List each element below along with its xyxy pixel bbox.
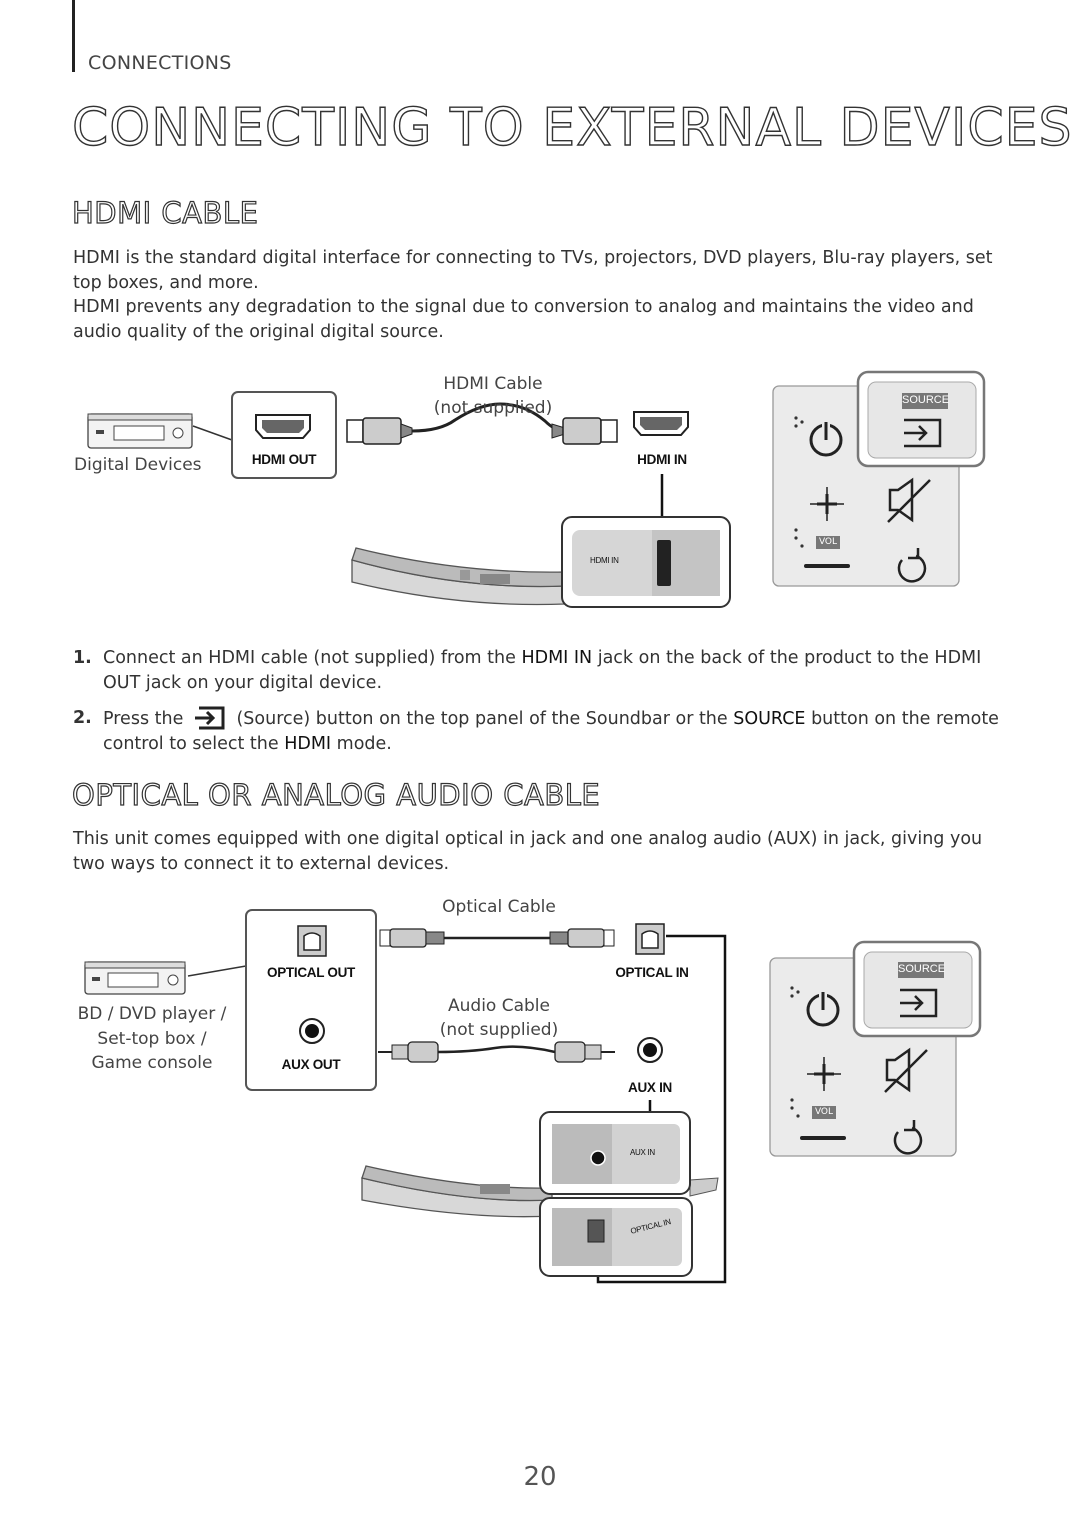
hdmi-intro-paragraph: HDMI is the standard digital interface f… — [73, 248, 993, 293]
panel-hdmi-in-label: HDMI IN — [590, 556, 619, 565]
step-text: mode. — [331, 733, 392, 754]
hdmi-cable-label: HDMI Cable — [443, 374, 543, 394]
device-label-line-2: Set-top box / — [97, 1029, 207, 1049]
header-rule — [72, 0, 75, 72]
remote-vol-label: VOL — [818, 537, 838, 547]
step-text: button on the remote control to select t… — [103, 709, 999, 754]
optical-intro-paragraph: This unit comes equipped with one digita… — [73, 829, 983, 874]
step-text: jack on the back of the product to the H… — [103, 648, 982, 693]
hdmi-quality-paragraph: HDMI prevents any degradation to the sig… — [73, 297, 974, 342]
panel-optical-in-label: OPTICAL IN — [629, 1217, 672, 1236]
step-number: 2. — [73, 708, 92, 728]
source-icon — [194, 706, 225, 730]
optical-out-label: OPTICAL OUT — [267, 965, 355, 980]
audio-cable-label: Audio Cable — [448, 996, 550, 1016]
device-label-line-1: BD / DVD player / — [77, 1004, 227, 1024]
hdmi-heading: HDMI CABLE — [71, 195, 259, 230]
remote-vol-label-2: VOL — [814, 1107, 834, 1117]
optical-cable-label: Optical Cable — [442, 897, 556, 917]
hdmi-step-1: 1. Connect an HDMI cable (not supplied) … — [73, 646, 1003, 696]
step-emphasis: SOURCE — [733, 709, 806, 729]
hdmi-in-label: HDMI IN — [637, 452, 687, 467]
soundbar-illustration — [351, 547, 566, 606]
device-label-line-3: Game console — [91, 1053, 213, 1073]
hdmi-cable-not-supplied-label: (not supplied) — [433, 398, 553, 418]
digital-devices-label: Digital Devices — [74, 455, 202, 475]
remote-control-illustration-1 — [772, 370, 986, 587]
step-text: Press the — [103, 709, 189, 729]
audio-cable-not-supplied-label: (not supplied) — [439, 1020, 559, 1040]
optical-heading: OPTICAL OR ANALOG AUDIO CABLE — [71, 777, 601, 812]
step-emphasis: HDMI IN — [521, 648, 593, 668]
remote-control-illustration-2 — [769, 940, 982, 1157]
optical-cable — [379, 928, 615, 948]
soundbar-illustration-2 — [361, 1165, 719, 1218]
remote-source-label-2: SOURCE — [898, 963, 946, 975]
hdmi-step-2: 2. Press the (Source) button on the top … — [73, 706, 1003, 756]
optical-in-label: OPTICAL IN — [615, 965, 689, 980]
panel-aux-in-label: AUX IN — [630, 1148, 655, 1157]
remote-source-label: SOURCE — [902, 394, 950, 406]
audio-cable — [378, 1041, 615, 1063]
bd-dvd-player-illustration — [84, 961, 186, 995]
step-text: (Source) button on the top panel of the … — [230, 709, 734, 729]
page-title: CONNECTING TO EXTERNAL DEVICES — [71, 97, 1073, 158]
aux-in-label: AUX IN — [628, 1080, 672, 1095]
hdmi-out-label: HDMI OUT — [251, 452, 317, 467]
aux-out-label: AUX OUT — [281, 1057, 341, 1072]
step-text: Connect an HDMI cable (not supplied) fro… — [103, 648, 522, 668]
section-label: CONNECTIONS — [88, 52, 232, 74]
step-number: 1. — [73, 648, 92, 668]
page-number: 20 — [523, 1462, 557, 1492]
step-emphasis: HDMI — [284, 733, 332, 754]
digital-device-illustration — [87, 413, 193, 449]
